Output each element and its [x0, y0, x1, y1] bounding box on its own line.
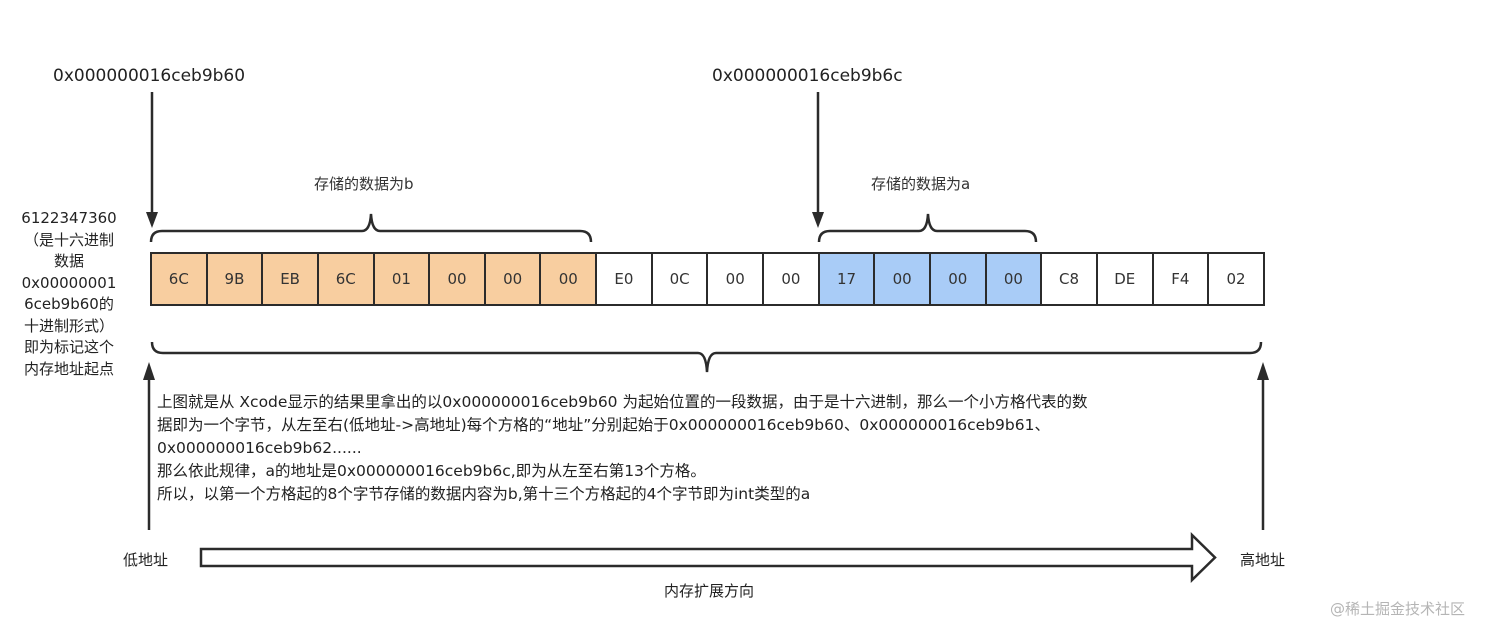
- memory-direction-arrow-icon: [199, 532, 1217, 583]
- memory-cell-b: EB: [263, 254, 319, 304]
- direction-label: 内存扩展方向: [664, 582, 755, 600]
- memory-cell-a: 00: [875, 254, 931, 304]
- bottom-brace-icon: [150, 341, 1263, 373]
- start-address-arrow-icon: [146, 92, 158, 228]
- memory-cell-none: 0C: [652, 254, 709, 304]
- explanation-text: 上图就是从 Xcode显示的结果里拿出的以0x000000016ceb9b60 …: [157, 391, 1087, 506]
- explanation-line: 那么依此规律，a的地址是0x000000016ceb9b6c,即为从左至右第13…: [157, 462, 706, 480]
- brace-b-icon: [149, 213, 593, 243]
- explanation-line: 上图就是从 Xcode显示的结果里拿出的以0x000000016ceb9b60 …: [157, 393, 1088, 411]
- memory-cell-none: 00: [764, 254, 820, 304]
- explanation-line: 所以，以第一个方格起的8个字节存储的数据内容为b,第十三个方格起的4个字节即为i…: [157, 485, 811, 503]
- memory-cell-none: 02: [1209, 254, 1265, 304]
- memory-cell-b: 01: [374, 254, 431, 304]
- side-note-line: 6ceb9b60的: [24, 295, 114, 313]
- memory-cell-b: 6C: [318, 254, 375, 304]
- brace-a-label: 存储的数据为a: [871, 175, 971, 193]
- low-address-label: 低地址: [123, 551, 169, 569]
- memory-cell-none: F4: [1153, 254, 1210, 304]
- memory-cell-b: 9B: [207, 254, 264, 304]
- high-address-up-arrow-icon: [1257, 362, 1269, 530]
- side-note-line: 数据: [53, 252, 84, 270]
- memory-cell-b: 00: [430, 254, 486, 304]
- memory-cell-a: 00: [930, 254, 987, 304]
- side-note-line: 内存地址起点: [23, 359, 114, 378]
- memory-cell-none: E0: [597, 254, 653, 304]
- side-note-line: 十进制形式）: [23, 316, 114, 335]
- memory-cell-b: 00: [485, 254, 542, 304]
- explanation-line: 0x000000016ceb9b62......: [157, 439, 362, 457]
- explanation-line: 据即为一个字节，从左至右(低地址->高地址)每个方格的“地址”分别起始于0x00…: [157, 416, 1050, 434]
- memory-cell-none: 00: [708, 254, 765, 304]
- memory-cell-b: 00: [541, 254, 598, 304]
- memory-cell-a: 00: [986, 254, 1043, 304]
- side-note-line: 6122347360: [21, 209, 117, 227]
- memory-cell-none: DE: [1097, 254, 1154, 304]
- low-address-up-arrow-icon: [143, 362, 155, 530]
- side-note-line: 即为标记这个: [23, 338, 114, 356]
- a-address-arrow-icon: [812, 92, 824, 228]
- memory-cell-none: C8: [1042, 254, 1098, 304]
- start-address-label: 0x000000016ceb9b60: [53, 66, 246, 86]
- brace-a-icon: [817, 213, 1038, 243]
- side-note-line: 0x00000001: [21, 273, 117, 292]
- side-note-line: （是十六进制: [23, 230, 114, 249]
- high-address-label: 高地址: [1240, 551, 1286, 569]
- side-note: 6122347360 （是十六进制 数据 0x00000001 6ceb9b60…: [8, 208, 130, 380]
- brace-b-label: 存储的数据为b: [314, 175, 414, 193]
- a-address-label: 0x000000016ceb9b6c: [712, 66, 903, 86]
- memory-cell-a: 17: [819, 254, 876, 304]
- watermark: @稀土掘金技术社区: [1330, 600, 1466, 618]
- memory-cell-b: 6C: [152, 254, 208, 304]
